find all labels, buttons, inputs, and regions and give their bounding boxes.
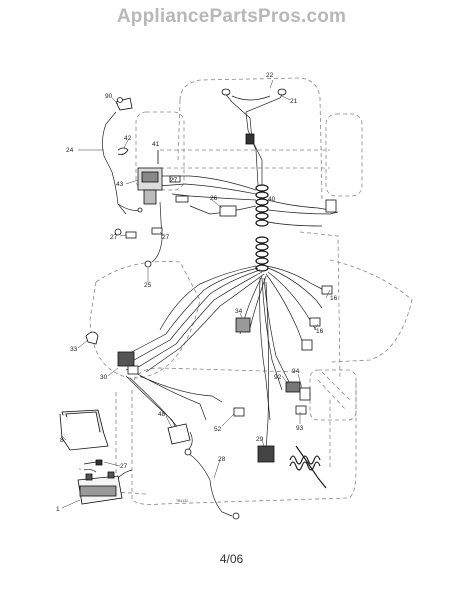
callout-34: 34	[235, 308, 243, 315]
callout-40: 40	[268, 196, 276, 203]
callout-22: 22	[266, 72, 274, 79]
callout-25: 25	[144, 282, 152, 289]
callout-30: 30	[100, 374, 108, 381]
callout-26: 26	[210, 195, 218, 202]
wire-bundles	[83, 91, 339, 517]
page-number: 4/06	[219, 552, 244, 566]
callout-43: 43	[116, 181, 124, 188]
callout-27a: 27	[170, 177, 178, 184]
leader-lines	[61, 79, 331, 509]
callout-41: 41	[152, 141, 160, 148]
callout-21: 21	[290, 98, 298, 105]
callout-16b: 16	[316, 328, 324, 335]
callout-8: 8	[60, 437, 64, 444]
callout-27c: 27	[162, 234, 170, 241]
components	[59, 88, 337, 520]
callout-1: 1	[56, 506, 60, 513]
callout-90: 90	[105, 93, 113, 100]
callout-28: 28	[218, 456, 226, 463]
callout-92: 92	[274, 374, 282, 381]
coiled-harness	[255, 184, 269, 272]
callout-42: 42	[124, 135, 132, 142]
site-watermark: AppliancePartsPros.com	[116, 6, 347, 27]
callout-27b: 27	[110, 234, 118, 241]
figure-code: ТВ1132	[176, 499, 188, 503]
callout-33: 33	[70, 346, 78, 353]
callout-27d: 27	[120, 463, 128, 470]
callout-48: 48	[158, 411, 166, 418]
callout-29: 29	[256, 436, 264, 443]
callout-94: 94	[292, 368, 300, 375]
callout-93: 93	[296, 425, 304, 432]
callout-24: 24	[66, 147, 74, 154]
callout-52: 52	[214, 426, 222, 433]
callout-16a: 16	[330, 295, 338, 302]
coiled-cord-29	[289, 445, 327, 489]
callout-labels: 22 21 90 24 42 41 43 27 27 27 26 40 25 1…	[56, 72, 338, 513]
